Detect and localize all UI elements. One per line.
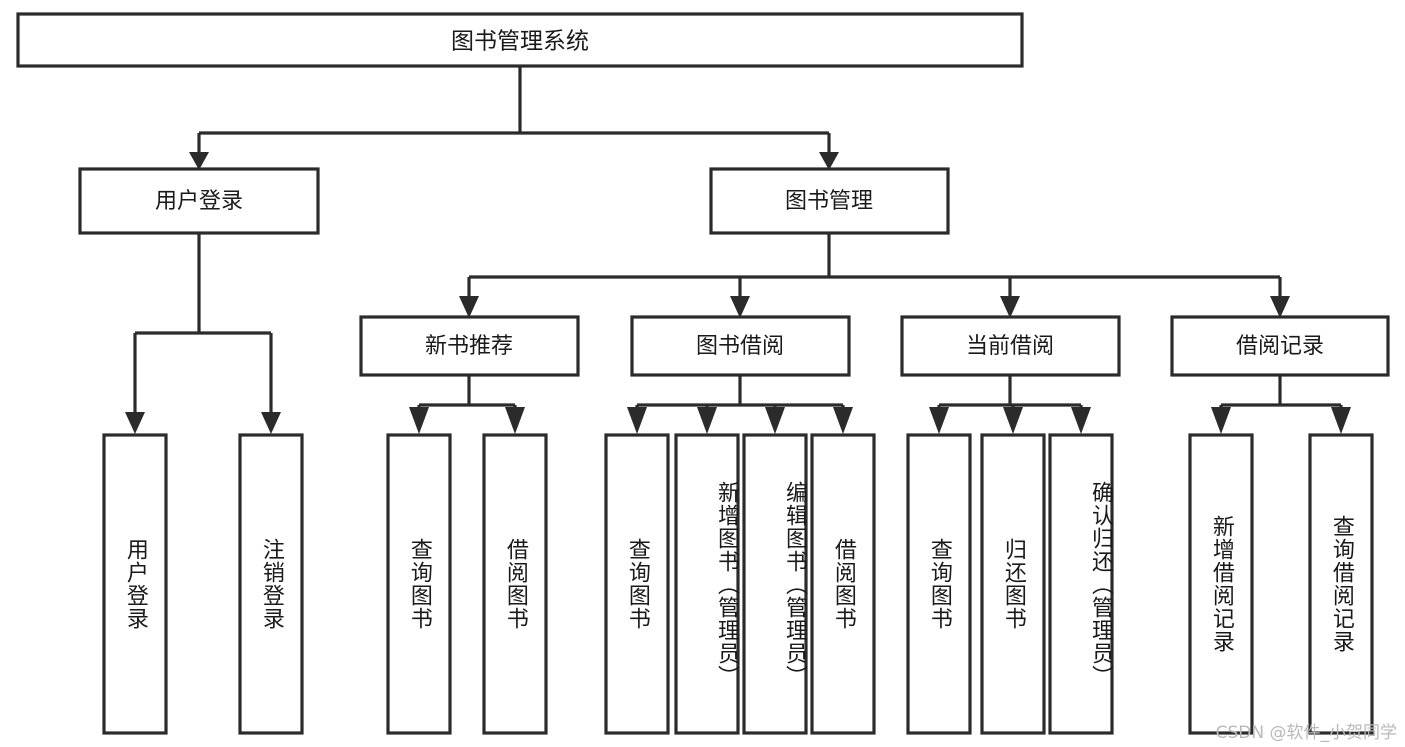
arrowhead-currentborrow [1000,296,1020,318]
arrowhead-borrowrecord [1270,296,1290,318]
arrowhead-bookborrow-leaf-1 [697,407,717,434]
arrowhead-userlogin-leaf-1 [261,412,281,434]
node-current-borrow-rect[interactable] [900,315,1121,377]
leaf-rect-borrow-record-1[interactable] [1308,433,1374,735]
arrowhead-borrowrecord-leaf-1 [1331,407,1351,434]
node-current-borrow[interactable]: 当前借阅 [900,315,1121,377]
node-borrow-record-label: 借阅记录 [1236,334,1324,359]
leaf-rect-user-login-1[interactable] [238,433,304,735]
leaf-rect-user-login-0[interactable] [102,433,168,735]
node-user-login-rect[interactable] [78,167,320,235]
arrowhead-user-login [189,152,209,170]
leaf-rect-book-borrow-2[interactable] [742,433,808,735]
leaf-rect-new-book-1[interactable] [482,433,548,735]
node-root-label: 图书管理系统 [451,29,589,55]
arrowhead-bookborrow [730,296,750,318]
node-borrow-record-rect[interactable] [1170,315,1390,377]
node-new-book-recommend-label: 新书推荐 [425,334,513,359]
node-user-login[interactable]: 用户登录 [78,167,320,235]
watermark-text: CSDN @软件_小贺同学 [1215,723,1397,743]
arrowhead-book-manage [819,152,839,170]
arrowhead-currentborrow-leaf-0 [929,407,949,434]
leaf-rect-current-borrow-2[interactable] [1048,433,1114,735]
node-new-book-recommend-rect[interactable] [359,315,580,377]
arrowhead-bookborrow-leaf-3 [833,407,853,434]
edges-bookborrow-to-leaves [627,375,853,434]
node-root-rect[interactable] [16,12,1024,68]
arrowhead-newbook [459,296,479,318]
node-root[interactable]: 图书管理系统 [16,12,1024,68]
edges-root-to-level2 [189,66,839,170]
arrowhead-bookborrow-leaf-0 [627,407,647,434]
edges-newbook-to-leaves [409,375,525,434]
arrowhead-newbook-leaf-0 [409,407,429,434]
edges-currentborrow-to-leaves [929,375,1091,434]
arrowhead-userlogin-leaf-0 [125,412,145,434]
leaf-boxes [102,433,1374,735]
node-borrow-record[interactable]: 借阅记录 [1170,315,1390,377]
node-new-book-recommend[interactable]: 新书推荐 [359,315,580,377]
node-book-borrow[interactable]: 图书借阅 [630,315,851,377]
arrowhead-borrowrecord-leaf-0 [1211,407,1231,434]
node-book-manage-label: 图书管理 [785,189,873,214]
leaf-rect-book-borrow-3[interactable] [810,433,876,735]
leaf-rect-book-borrow-0[interactable] [604,433,670,735]
node-book-manage-rect[interactable] [709,167,950,235]
node-current-borrow-label: 当前借阅 [966,334,1054,359]
leaf-rect-new-book-0[interactable] [386,433,452,735]
edges-bookmanage-to-level3 [459,233,1290,318]
edges-borrowrecord-to-leaves [1211,375,1351,434]
leaf-rect-current-borrow-0[interactable] [906,433,972,735]
node-user-login-label: 用户登录 [155,189,243,214]
leaf-rect-book-borrow-1[interactable] [674,433,740,735]
node-book-borrow-rect[interactable] [630,315,851,377]
node-book-borrow-label: 图书借阅 [696,334,784,359]
arrowhead-currentborrow-leaf-2 [1071,407,1091,434]
arrowhead-newbook-leaf-1 [505,407,525,434]
leaf-rect-current-borrow-1[interactable] [980,433,1046,735]
leaf-rect-borrow-record-0[interactable] [1188,433,1254,735]
arrowhead-bookborrow-leaf-2 [765,407,785,434]
edges-userlogin-to-leaves [125,233,281,434]
node-book-manage[interactable]: 图书管理 [709,167,950,235]
arrowhead-currentborrow-leaf-1 [1003,407,1023,434]
